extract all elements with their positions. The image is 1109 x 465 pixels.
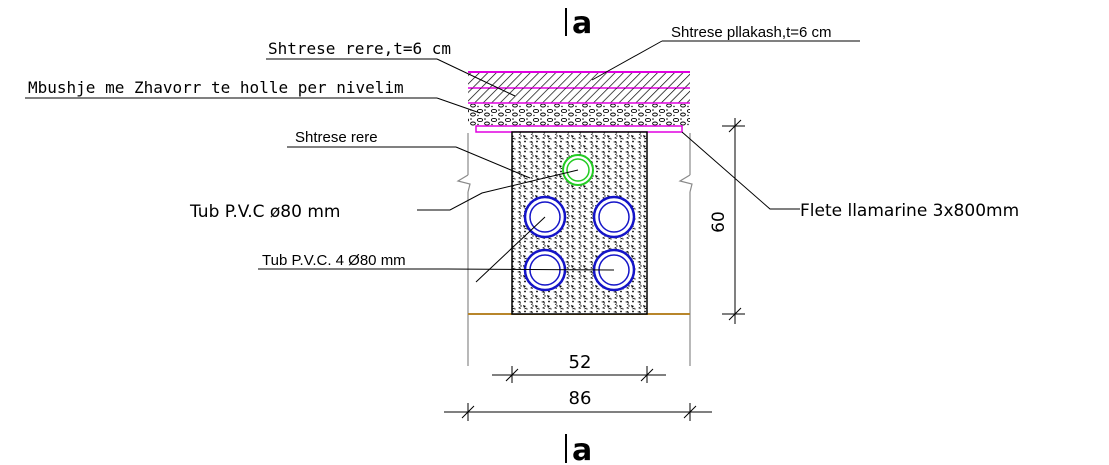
leader-gravel [25,97,481,114]
dimension-inner-width-label: 52 [569,352,592,373]
leader-pipe-single [417,169,579,211]
dimension-height [722,118,745,324]
pipe-upper-right [592,195,636,239]
section-mark-top: a [565,6,592,41]
leader-pipe-group [258,216,615,283]
trench-wall-right [678,133,693,366]
leader-sand [287,146,531,179]
leader-paving [591,40,860,81]
label-pipe-group: Tub P.V.C. 4 Ø80 mm [262,252,406,269]
dimension-height-label: 60 [709,211,729,233]
leader-steel-sheet [681,131,800,210]
section-mark-bottom-label: a [572,433,592,465]
dimension-outer-width [444,403,712,421]
section-mark-bottom: a [565,433,592,465]
leader-sand-top [266,58,516,97]
label-paving-layer: Shtrese pllakash,t=6 cm [671,24,832,41]
paving-layer [468,71,690,89]
section-mark-top-label: a [572,6,592,41]
dimension-inner-width [492,366,666,383]
steel-sheet [475,125,683,133]
label-steel-sheet: Flete llamarine 3x800mm [800,201,1019,221]
label-sand-layer-top: Shtrese rere,t=6 cm [268,39,451,58]
label-pipe-single: Tub P.V.C ø80 mm [189,202,340,222]
label-gravel-fill: Mbushje me Zhavorr te holle per nivelim [28,78,404,97]
label-sand-layer: Shtrese rere [295,129,378,146]
gravel-fill-layer [468,104,690,126]
dimension-outer-width-label: 86 [569,388,592,409]
sand-layer-top [468,88,690,104]
trench-wall-left [456,133,471,366]
